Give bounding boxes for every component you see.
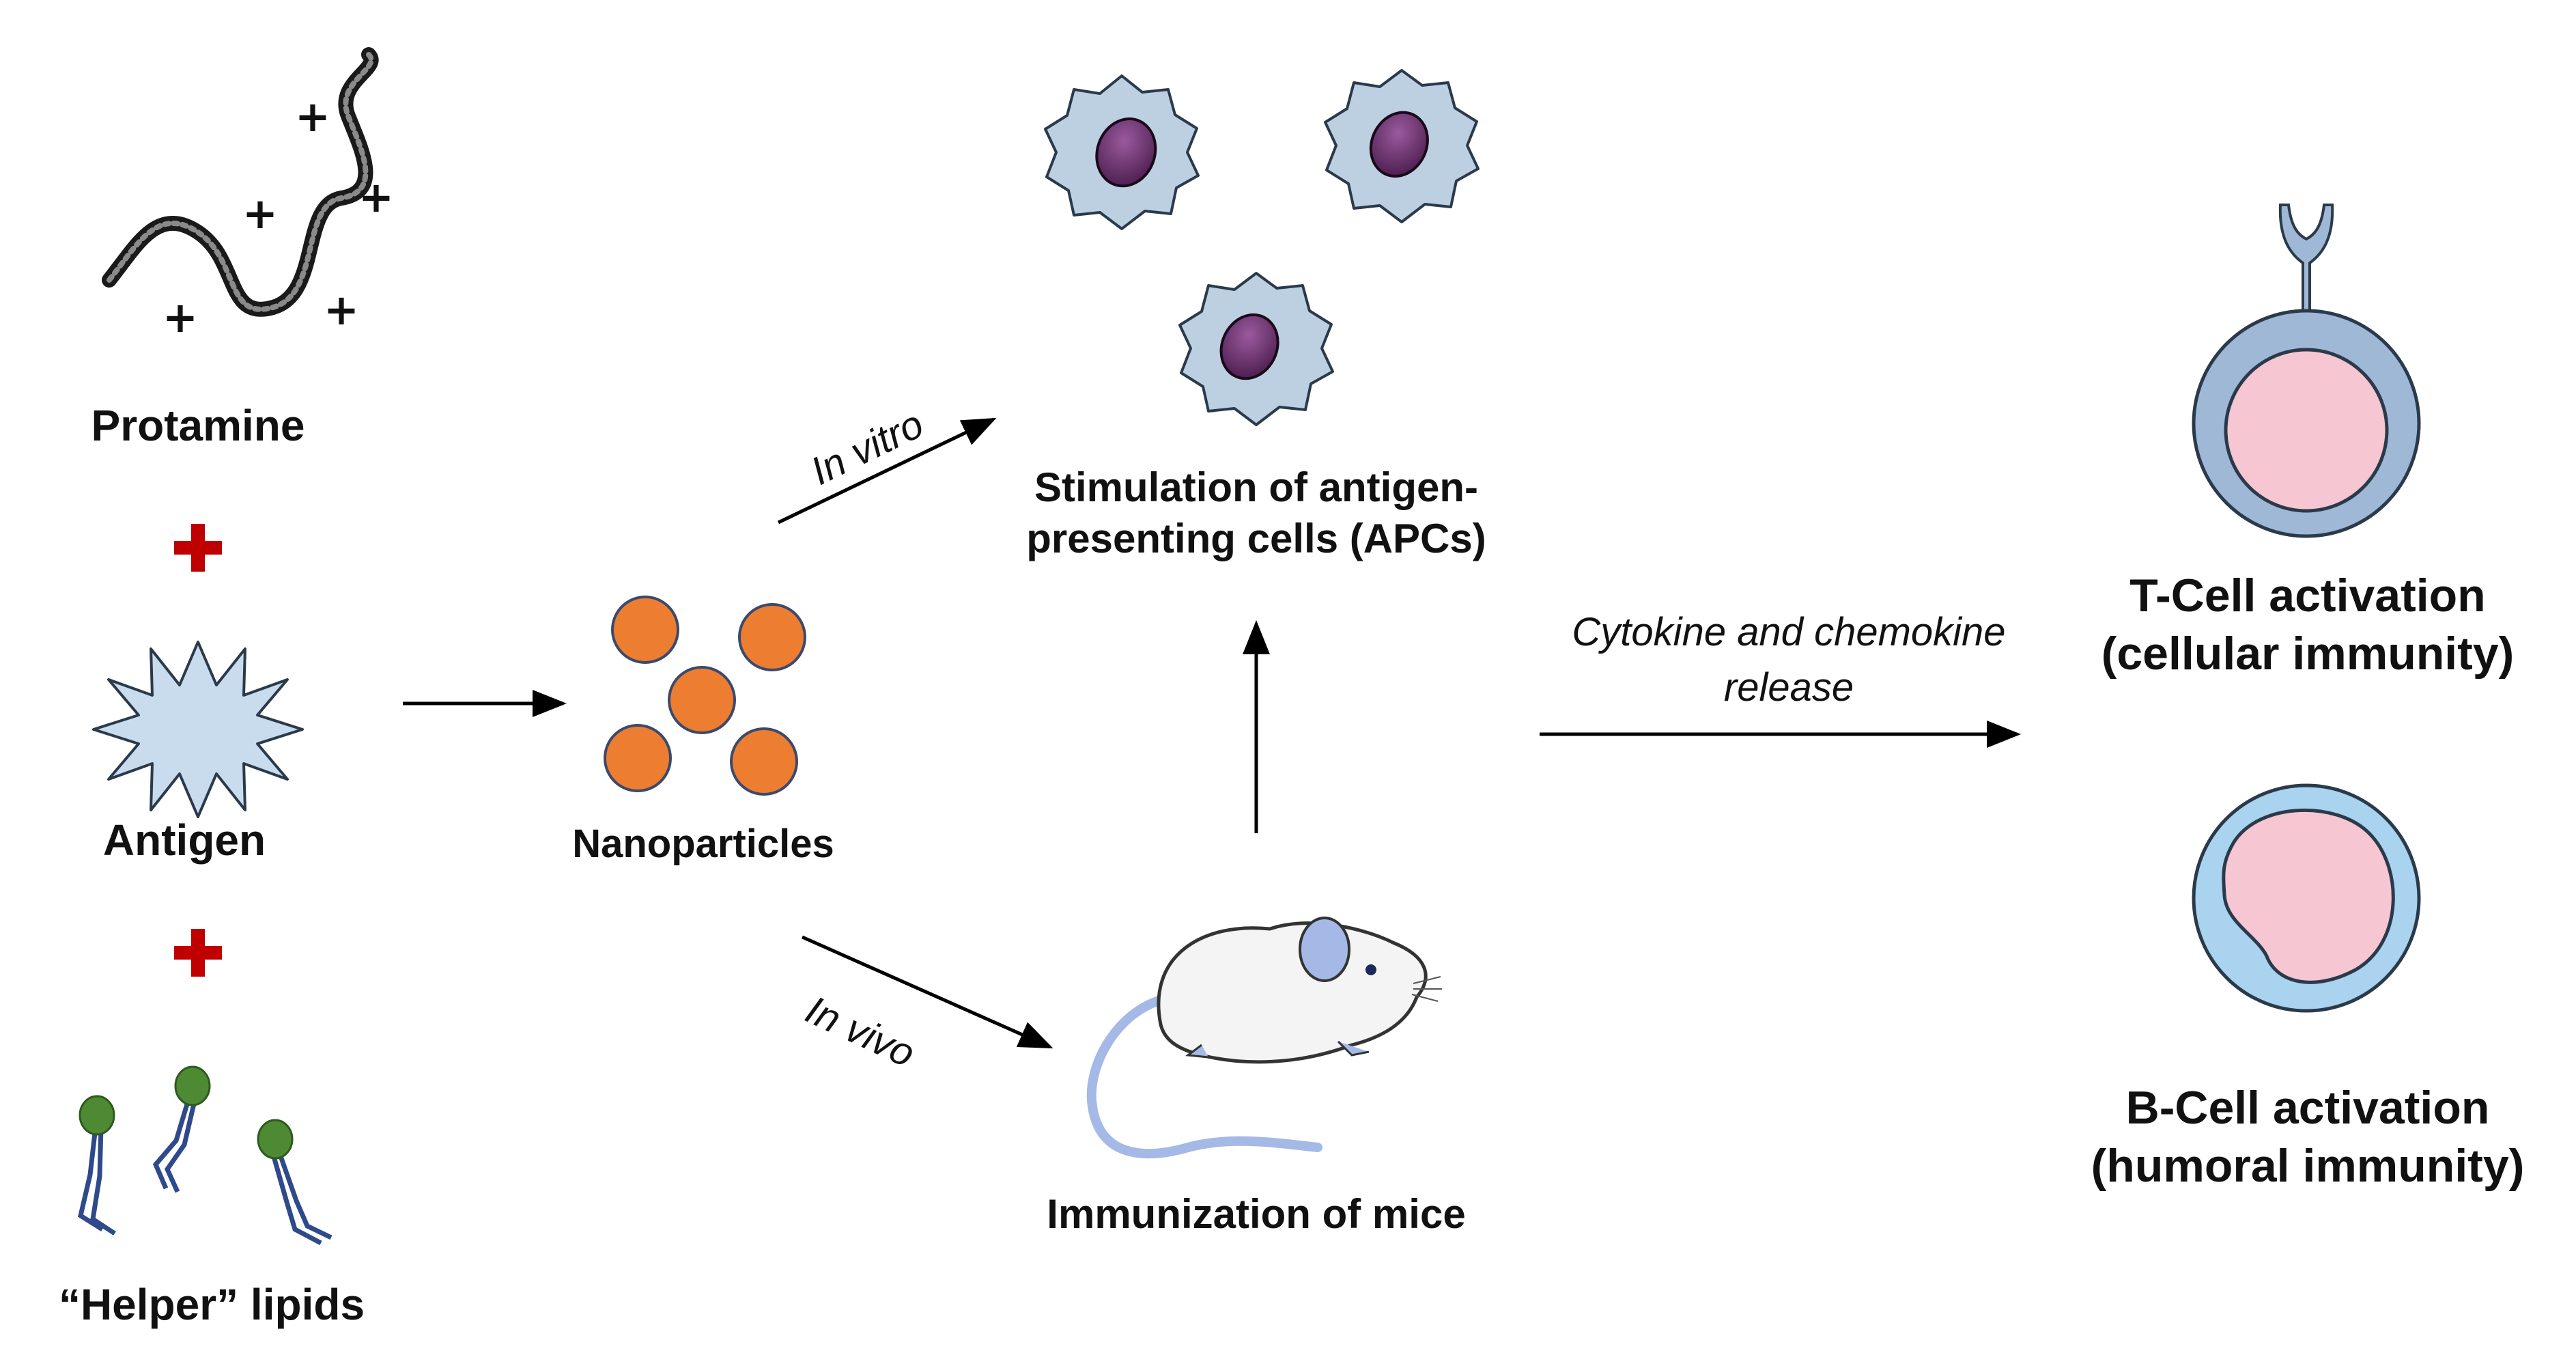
cytokine-release-line2: release [1723,665,1854,710]
apc-stimulation-line1: Stimulation of antigen- [1034,464,1478,510]
helper-lipids-icon [78,1065,332,1246]
protamine-label: Protamine [91,401,305,450]
b-cell-activation-line1: B-Cell activation [2125,1082,2490,1134]
t-cell-activation-line2: (cellular immunity) [2101,628,2515,680]
lipid-molecule [152,1065,211,1193]
positive-charge-icon: + [295,92,330,141]
b-cell-icon [2192,783,2421,1013]
lipid-molecule [78,1095,116,1236]
apc-stimulation-line2: presenting cells (APCs) [1026,516,1486,561]
t-cell-icon [2192,204,2421,538]
apc-cell-icon [1324,69,1480,223]
cytokine-release-line1: Cytokine and chemokine [1572,610,2006,654]
helper-lipids-label: “Helper” lipids [58,1280,365,1329]
arrow-in-vitro [777,417,997,525]
cytokine-release-label: Cytokine and chemokine release [1516,604,2062,715]
b-cell-activation-line2: (humoral immunity) [2091,1140,2525,1192]
nanoparticles-icon [604,596,806,796]
immunization-label: Immunization of mice [1047,1191,1466,1237]
nanoparticles-label: Nanoparticles [572,822,834,866]
positive-charge-icon: + [242,189,278,238]
nanoparticle [604,724,672,792]
b-cell-activation-label: B-Cell activation (humoral immunity) [2062,1079,2553,1195]
nanoparticle [611,596,679,664]
positive-charge-icon: + [162,292,198,342]
apc-cell-icon [1044,74,1200,230]
mouse-icon [1086,917,1442,1159]
arrow-in-vivo [801,935,1053,1049]
nanoparticle [738,603,806,671]
antigen-icon [92,641,304,818]
nanoparticle [730,727,798,796]
red-plus-icon [174,524,222,572]
positive-charge-icon: + [324,285,359,335]
t-cell-activation-line1: T-Cell activation [2129,570,2486,622]
apc-cell-icon [1178,272,1334,426]
lipid-molecule [257,1119,332,1246]
nanoparticle [668,666,736,734]
positive-charge-icon: + [358,172,394,222]
red-plus-icon [174,929,222,977]
antigen-label: Antigen [102,815,266,865]
protamine-chain-icon [102,47,379,317]
t-cell-activation-label: T-Cell activation (cellular immunity) [2062,567,2553,683]
apc-stimulation-label: Stimulation of antigen- presenting cells… [997,462,1516,564]
